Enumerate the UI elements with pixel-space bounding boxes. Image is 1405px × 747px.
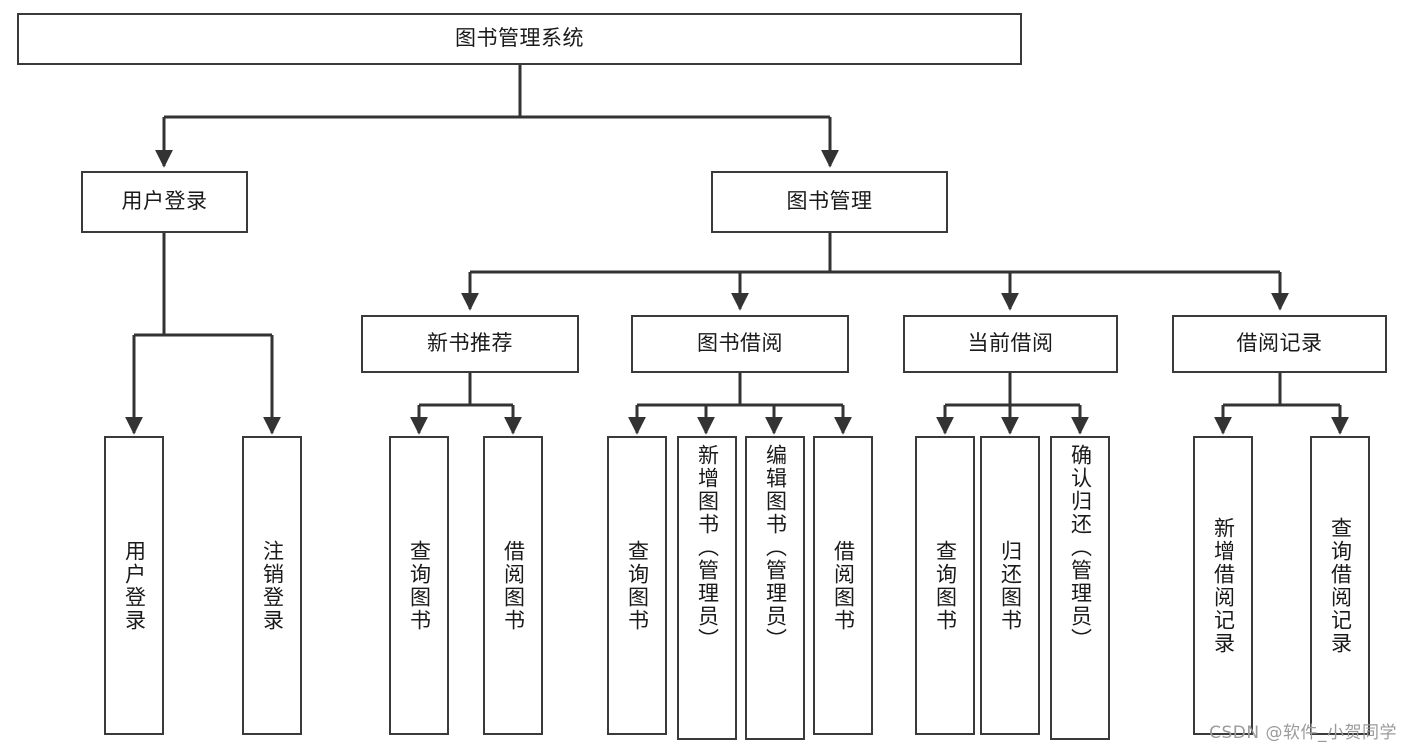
leaf-query-borrow-record-label: 查询借阅记录 [1328,516,1353,655]
node-new-book-recommend-label: 新书推荐 [427,331,513,356]
leaf-add-book-admin-label: 新增图书（管理员） [695,444,720,651]
node-root[interactable]: 图书管理系统 [17,13,1022,65]
leaf-query-book-2-label: 查询图书 [625,539,650,632]
leaf-logout-login[interactable]: 注销登录 [242,436,302,735]
node-borrow-record[interactable]: 借阅记录 [1172,315,1387,373]
leaf-add-borrow-record[interactable]: 新增借阅记录 [1193,436,1253,735]
leaf-borrow-book-2-label: 借阅图书 [831,539,856,632]
node-borrow-record-label: 借阅记录 [1236,331,1323,356]
node-new-book-recommend[interactable]: 新书推荐 [361,315,579,373]
leaf-query-book-1[interactable]: 查询图书 [389,436,449,735]
leaf-user-login-label: 用户登录 [122,539,147,632]
leaf-user-login[interactable]: 用户登录 [104,436,164,735]
leaf-borrow-book-1[interactable]: 借阅图书 [483,436,543,735]
node-user-login[interactable]: 用户登录 [81,171,248,233]
csdn-watermark: CSDN @软件_小贺同学 [1209,723,1397,743]
node-book-borrow[interactable]: 图书借阅 [631,315,849,373]
leaf-borrow-book-2[interactable]: 借阅图书 [813,436,873,735]
leaf-logout-login-label: 注销登录 [260,539,285,632]
leaf-edit-book-admin[interactable]: 编辑图书（管理员） [745,436,805,740]
node-book-management-label: 图书管理 [786,189,873,214]
node-book-management[interactable]: 图书管理 [711,171,948,233]
leaf-query-book-2[interactable]: 查询图书 [607,436,667,735]
leaf-query-book-1-label: 查询图书 [407,539,432,632]
node-current-borrow-label: 当前借阅 [967,331,1054,356]
leaf-edit-book-admin-label: 编辑图书（管理员） [763,444,788,651]
leaf-confirm-return-admin-label: 确认归还（管理员） [1068,444,1093,651]
node-root-label: 图书管理系统 [455,26,584,51]
leaf-query-book-3[interactable]: 查询图书 [915,436,975,735]
node-current-borrow[interactable]: 当前借阅 [903,315,1118,373]
leaf-borrow-book-1-label: 借阅图书 [501,539,526,632]
node-book-borrow-label: 图书借阅 [697,331,783,356]
leaf-add-book-admin[interactable]: 新增图书（管理员） [677,436,737,740]
leaf-add-borrow-record-label: 新增借阅记录 [1211,516,1236,655]
leaf-query-borrow-record[interactable]: 查询借阅记录 [1310,436,1370,735]
leaf-return-book-label: 归还图书 [998,539,1023,632]
leaf-query-book-3-label: 查询图书 [933,539,958,632]
node-user-login-label: 用户登录 [121,189,208,214]
leaf-return-book[interactable]: 归还图书 [980,436,1040,735]
leaf-confirm-return-admin[interactable]: 确认归还（管理员） [1050,436,1110,740]
